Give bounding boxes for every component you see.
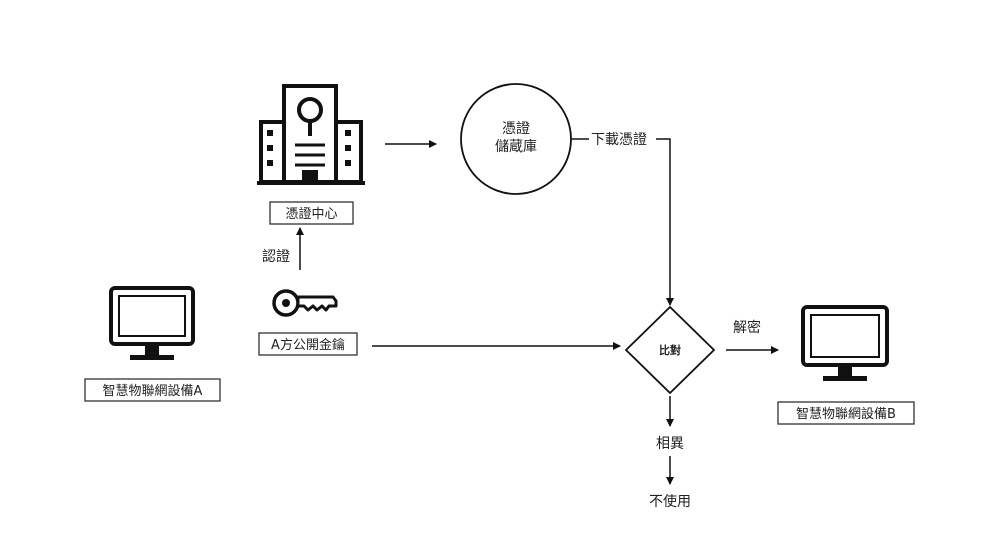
cert-store-node: 憑證 儲蔵庫 (460, 83, 572, 195)
public-key-label: A方公開金鑰 (271, 337, 345, 353)
device-a-label: 智慧物聯網設備A (103, 383, 203, 399)
arrow-download-to-compare (656, 138, 674, 306)
cert-center-label-box: 憑證中心 (269, 201, 354, 225)
device-b-label-box: 智慧物聯網設備B (777, 401, 915, 425)
not-use-label: 不使用 (649, 493, 691, 510)
decrypt-label: 解密 (733, 319, 761, 336)
compare-label: 比對 (659, 343, 681, 357)
cert-store-label-line2: 儲蔵庫 (495, 138, 537, 155)
device-b-label: 智慧物聯網設備B (796, 406, 896, 422)
device-a-label-box: 智慧物聯網設備A (84, 378, 221, 402)
key-icon (272, 289, 338, 317)
different-label: 相異 (656, 436, 684, 452)
cert-store-label-line1: 憑證 (502, 120, 530, 137)
monitor-icon (109, 286, 195, 360)
compare-node: 比對 (624, 305, 716, 395)
download-label: 下載憑證 (591, 131, 647, 148)
cert-center-label: 憑證中心 (285, 206, 337, 222)
monitor-icon (801, 305, 889, 381)
public-key-label-box: A方公開金鑰 (258, 332, 358, 356)
certify-label: 認證 (262, 248, 290, 265)
building-icon (257, 84, 365, 185)
